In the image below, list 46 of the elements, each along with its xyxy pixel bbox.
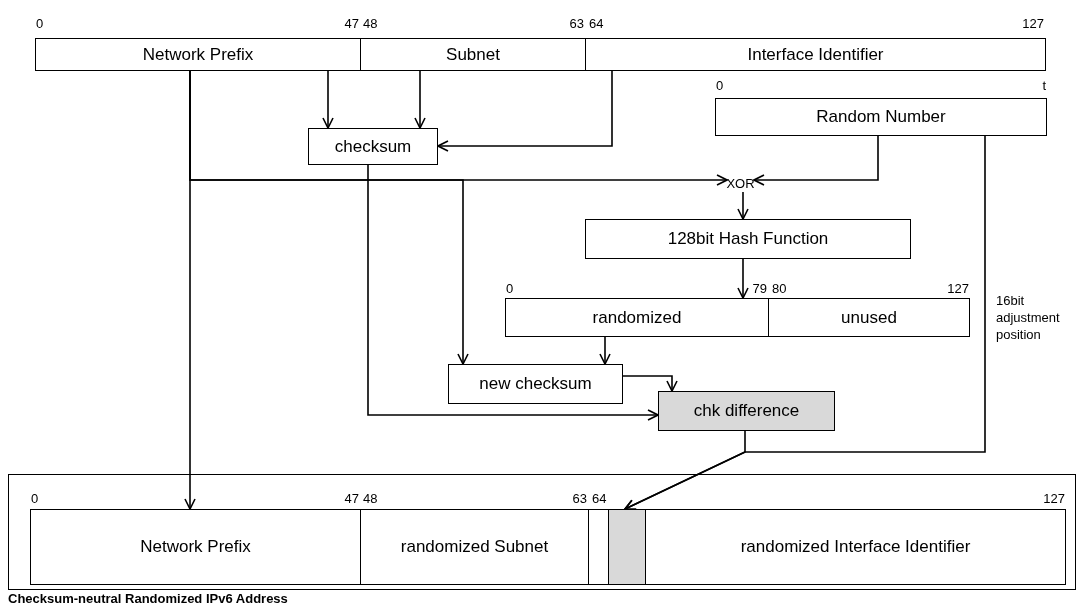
bit-position-label: 0 [716,78,724,93]
arrow [437,70,613,152]
bit-position-label: 79 [752,281,767,296]
arrow [367,164,659,421]
bit-position-label: 127 [1043,491,1065,506]
bit-position-label: 64 [589,16,604,31]
field-box: randomized [505,298,769,337]
bit-position-label: 63 [572,491,587,506]
arrow [322,70,334,129]
bit-position-label: 80 [772,281,787,296]
field-box: Network Prefix [30,509,361,585]
field-box: checksum [308,128,438,165]
arrow [753,135,879,186]
bit-position-label: 48 [363,16,378,31]
field-box: Subnet [360,38,586,71]
arrow [624,135,986,511]
arrow [189,70,469,365]
result-box: chk difference [658,391,835,431]
bit-position-label: 0 [31,491,39,506]
arrow [737,191,749,220]
bit-position-label: 0 [36,16,44,31]
empty-field-box [608,509,646,585]
field-box: randomized Interface Identifier [645,509,1066,585]
bit-position-label: 127 [947,281,969,296]
bit-position-label: 47 [344,491,359,506]
arrow [414,70,426,129]
field-box: 128bit Hash Function [585,219,911,259]
bit-position-label: 63 [569,16,584,31]
empty-field-box [588,509,609,585]
arrow [622,375,678,392]
operator-label: XOR [727,174,754,192]
field-box: unused [768,298,970,337]
bit-position-label: t [1042,78,1046,93]
bit-position-label: 48 [363,491,378,506]
field-box: Interface Identifier [585,38,1046,71]
bit-position-label: 0 [506,281,514,296]
field-box: Network Prefix [35,38,361,71]
bit-position-label: 64 [592,491,607,506]
arrow [737,258,749,299]
diagram-heading: Checksum-neutral Randomized IPv6 Address [8,591,288,606]
field-box: randomized Subnet [360,509,589,585]
arrow [599,336,611,365]
field-box: Random Number [715,98,1047,136]
field-box: new checksum [448,364,623,404]
bit-position-label: 127 [1022,16,1044,31]
bit-position-label: 47 [344,16,359,31]
